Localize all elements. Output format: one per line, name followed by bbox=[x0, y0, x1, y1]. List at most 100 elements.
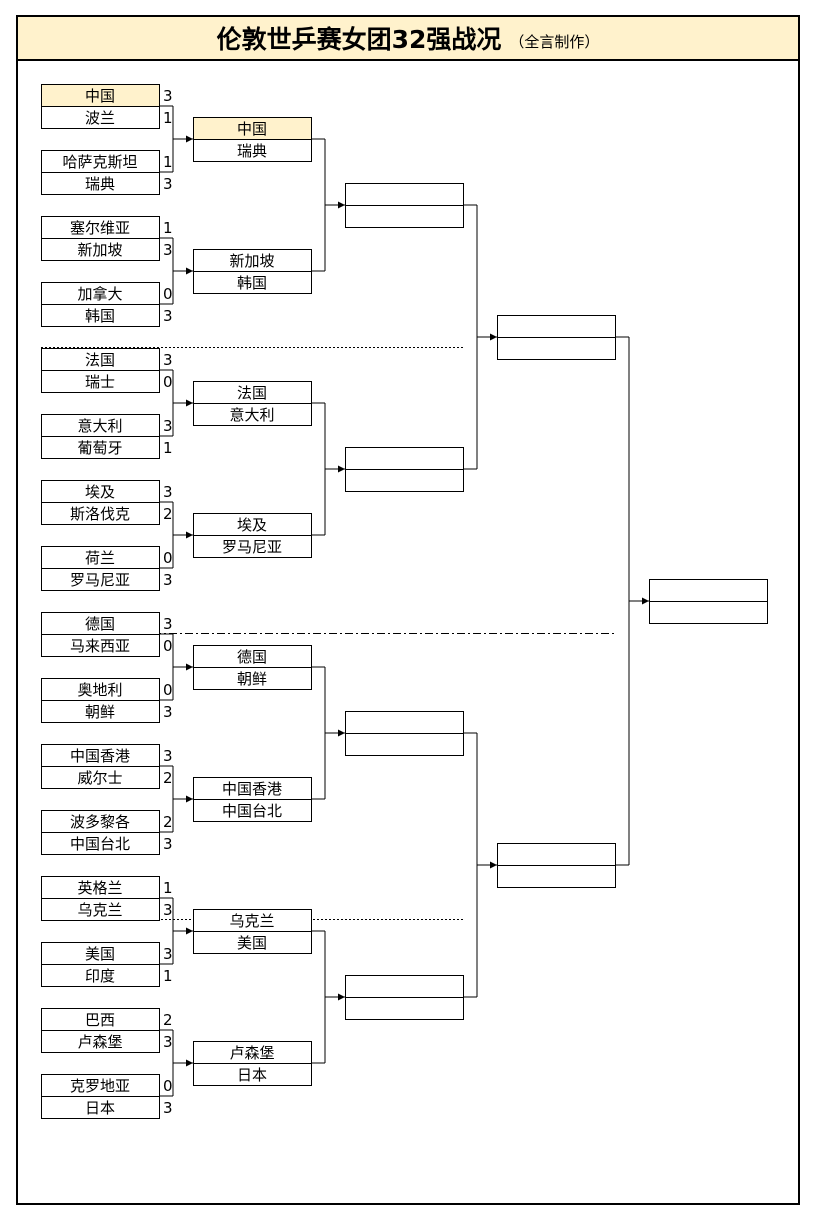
r1-team-label: 瑞典 bbox=[85, 175, 115, 193]
score-label: 3 bbox=[163, 571, 173, 589]
r1-team-label: 塞尔维亚 bbox=[70, 219, 130, 237]
r2-team-label: 意大利 bbox=[229, 406, 274, 424]
page-title: 伦敦世乒赛女团32强战况 bbox=[216, 25, 502, 54]
score-label: 1 bbox=[163, 109, 173, 127]
r1-team-label: 威尔士 bbox=[77, 769, 122, 787]
r2-team-label: 瑞典 bbox=[237, 142, 267, 160]
r1-team-label: 波兰 bbox=[85, 109, 115, 127]
r1-team-box bbox=[41, 832, 160, 855]
score-label: 2 bbox=[163, 505, 173, 523]
r1-team-label: 哈萨克斯坦 bbox=[62, 153, 137, 171]
score-label: 3 bbox=[163, 1099, 173, 1117]
r1-team-label: 荷兰 bbox=[85, 549, 115, 567]
r1-team-box bbox=[41, 964, 160, 987]
r1-team-label: 法国 bbox=[85, 351, 115, 369]
r4-slot-box bbox=[497, 337, 616, 360]
score-label: 3 bbox=[163, 483, 173, 501]
r2-team-label: 中国香港 bbox=[222, 780, 282, 798]
score-label: 1 bbox=[163, 967, 173, 985]
r1-team-box bbox=[41, 172, 160, 195]
score-label: 3 bbox=[163, 241, 173, 259]
r1-team-box bbox=[41, 898, 160, 921]
r4-slot-box bbox=[497, 865, 616, 888]
title-bar: 伦敦世乒赛女团32强战况 （全言制作） bbox=[16, 15, 800, 61]
r3-slot-box bbox=[345, 447, 464, 470]
score-label: 3 bbox=[163, 175, 173, 193]
r1-team-label: 克罗地亚 bbox=[70, 1077, 130, 1095]
r2-team-label: 中国台北 bbox=[222, 802, 282, 820]
r1-team-box bbox=[41, 1030, 160, 1053]
r1-team-label: 英格兰 bbox=[77, 879, 122, 897]
r1-team-label: 马来西亚 bbox=[70, 637, 130, 655]
score-label: 0 bbox=[163, 549, 173, 567]
r1-team-label: 新加坡 bbox=[77, 241, 122, 259]
r3-slot-box bbox=[345, 733, 464, 756]
r2-team-label: 韩国 bbox=[237, 274, 267, 292]
r1-team-label: 中国香港 bbox=[70, 747, 130, 765]
r1-team-label: 斯洛伐克 bbox=[70, 505, 130, 523]
r1-team-box bbox=[41, 700, 160, 723]
score-label: 2 bbox=[163, 769, 173, 787]
r1-team-box bbox=[41, 370, 160, 393]
r1-team-label: 美国 bbox=[85, 945, 115, 963]
r1-team-label: 罗马尼亚 bbox=[70, 571, 130, 589]
r1-team-label: 中国 bbox=[85, 87, 115, 105]
r1-team-label: 朝鲜 bbox=[85, 703, 115, 721]
r2-team-label: 日本 bbox=[237, 1066, 267, 1084]
r1-team-label: 奥地利 bbox=[77, 681, 122, 699]
r2-team-label: 罗马尼亚 bbox=[222, 538, 282, 556]
page-subtitle: （全言制作） bbox=[509, 32, 600, 51]
score-label: 3 bbox=[163, 307, 173, 325]
r1-team-label: 卢森堡 bbox=[77, 1033, 122, 1051]
r2-team-box bbox=[193, 799, 312, 822]
score-label: 3 bbox=[163, 351, 173, 369]
score-label: 3 bbox=[163, 1033, 173, 1051]
final-slot-box bbox=[649, 601, 768, 624]
r2-team-label: 埃及 bbox=[237, 516, 267, 534]
r3-slot-box bbox=[345, 469, 464, 492]
score-label: 2 bbox=[163, 1011, 173, 1029]
r1-team-box bbox=[41, 568, 160, 591]
r1-team-label: 加拿大 bbox=[77, 285, 122, 303]
r2-team-label: 朝鲜 bbox=[237, 670, 267, 688]
final-slot-box bbox=[649, 579, 768, 602]
r2-team-label: 卢森堡 bbox=[229, 1044, 274, 1062]
r2-team-box bbox=[193, 535, 312, 558]
score-label: 3 bbox=[163, 703, 173, 721]
r1-team-label: 埃及 bbox=[85, 483, 115, 501]
r3-slot-box bbox=[345, 711, 464, 734]
r1-team-label: 乌克兰 bbox=[77, 901, 122, 919]
score-label: 0 bbox=[163, 637, 173, 655]
r2-team-box bbox=[193, 139, 312, 162]
r4-slot-box bbox=[497, 843, 616, 866]
r1-team-box bbox=[41, 766, 160, 789]
r1-team-label: 波多黎各 bbox=[70, 813, 130, 831]
score-label: 3 bbox=[163, 615, 173, 633]
r1-team-label: 韩国 bbox=[85, 307, 115, 325]
score-label: 1 bbox=[163, 439, 173, 457]
r1-team-box bbox=[41, 1096, 160, 1119]
r2-team-box bbox=[193, 403, 312, 426]
score-label: 2 bbox=[163, 813, 173, 831]
r1-team-label: 巴西 bbox=[85, 1011, 115, 1029]
score-label: 0 bbox=[163, 373, 173, 391]
score-label: 0 bbox=[163, 1077, 173, 1095]
score-label: 3 bbox=[163, 901, 173, 919]
r2-team-box bbox=[193, 271, 312, 294]
r1-team-label: 印度 bbox=[85, 967, 115, 985]
r2-team-label: 中国 bbox=[237, 120, 267, 138]
r1-team-label: 意大利 bbox=[77, 417, 122, 435]
r2-team-label: 法国 bbox=[237, 384, 267, 402]
bracket-connectors bbox=[160, 105, 649, 1097]
bracket-boxes: 中国波兰31哈萨克斯坦瑞典13塞尔维亚新加坡13加拿大韩国03法国瑞士30意大利… bbox=[41, 84, 768, 1119]
r1-team-box bbox=[41, 304, 160, 327]
r1-team-box bbox=[41, 502, 160, 525]
r1-team-box bbox=[41, 106, 160, 129]
r1-team-box bbox=[41, 238, 160, 261]
score-label: 1 bbox=[163, 219, 173, 237]
r2-team-label: 德国 bbox=[237, 648, 267, 666]
score-label: 1 bbox=[163, 153, 173, 171]
r1-team-box bbox=[41, 634, 160, 657]
score-label: 3 bbox=[163, 835, 173, 853]
r1-team-label: 瑞士 bbox=[85, 373, 115, 391]
